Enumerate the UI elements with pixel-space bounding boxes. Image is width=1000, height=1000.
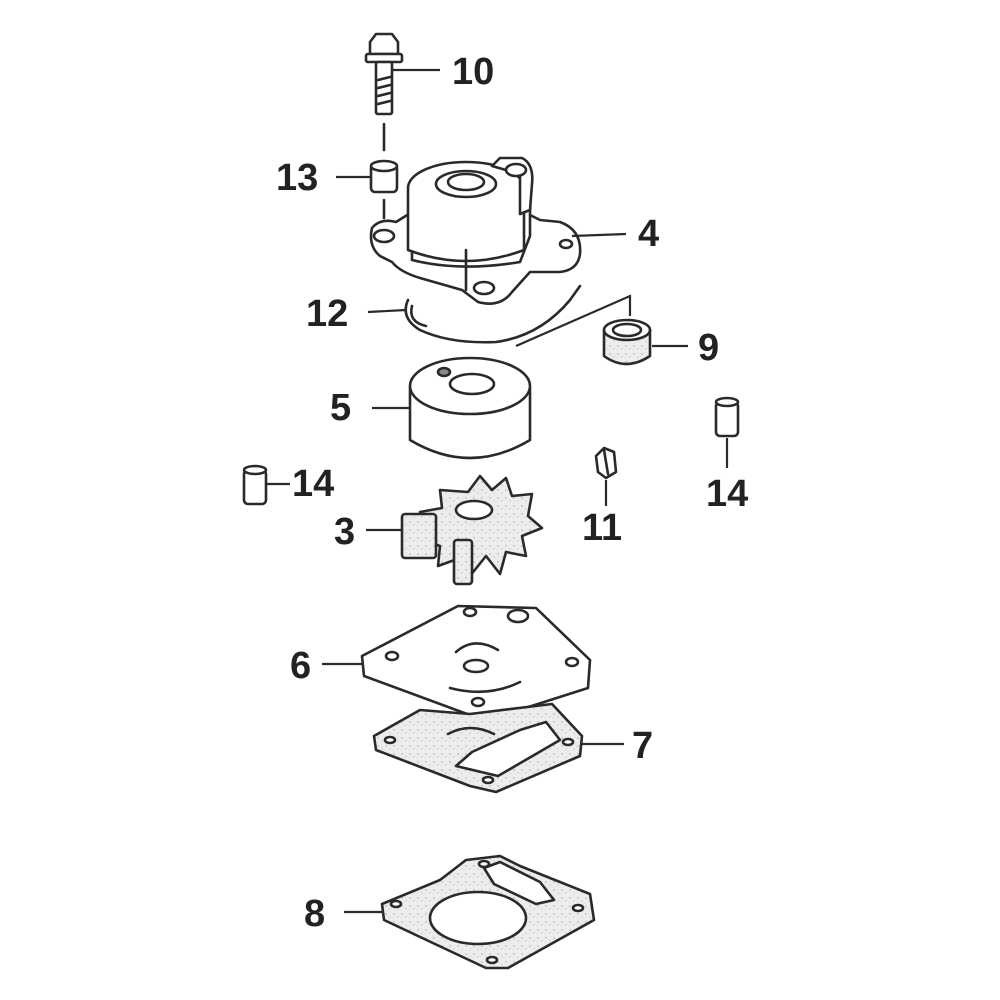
label-key: 11 (582, 507, 622, 549)
label-impeller: 3 (334, 511, 355, 553)
label-bolt: 10 (452, 51, 494, 93)
part-labels: 10 13 4 12 9 5 14 14 11 3 6 7 8 (276, 51, 748, 935)
label-collar: 13 (276, 157, 318, 199)
label-dowel-pin-left: 14 (292, 463, 334, 505)
label-plate: 6 (290, 645, 311, 687)
insert-cartridge-part (408, 356, 532, 460)
leader-lines (266, 68, 729, 914)
gasket-lower-part (380, 854, 596, 970)
collar-part (369, 159, 399, 220)
label-gasket-upper: 7 (632, 725, 653, 767)
gasket-upper-part (372, 702, 584, 794)
bolt-part (364, 32, 404, 152)
label-insert-cartridge: 5 (330, 387, 351, 429)
dowel-pin-left-part (242, 464, 268, 506)
plate-part (360, 604, 592, 720)
label-gasket-lower: 8 (304, 893, 325, 935)
seal-ring-part (515, 294, 652, 366)
label-pump-case: 4 (638, 213, 659, 255)
pump-case-part (369, 156, 582, 305)
label-seal-ring: 9 (698, 327, 719, 369)
dowel-pin-right-part (714, 396, 740, 438)
key-part (594, 446, 618, 480)
impeller-part (400, 474, 544, 586)
label-dowel-pin-right: 14 (706, 473, 748, 515)
label-grommet: 12 (306, 293, 348, 335)
grommet-part (404, 284, 582, 344)
